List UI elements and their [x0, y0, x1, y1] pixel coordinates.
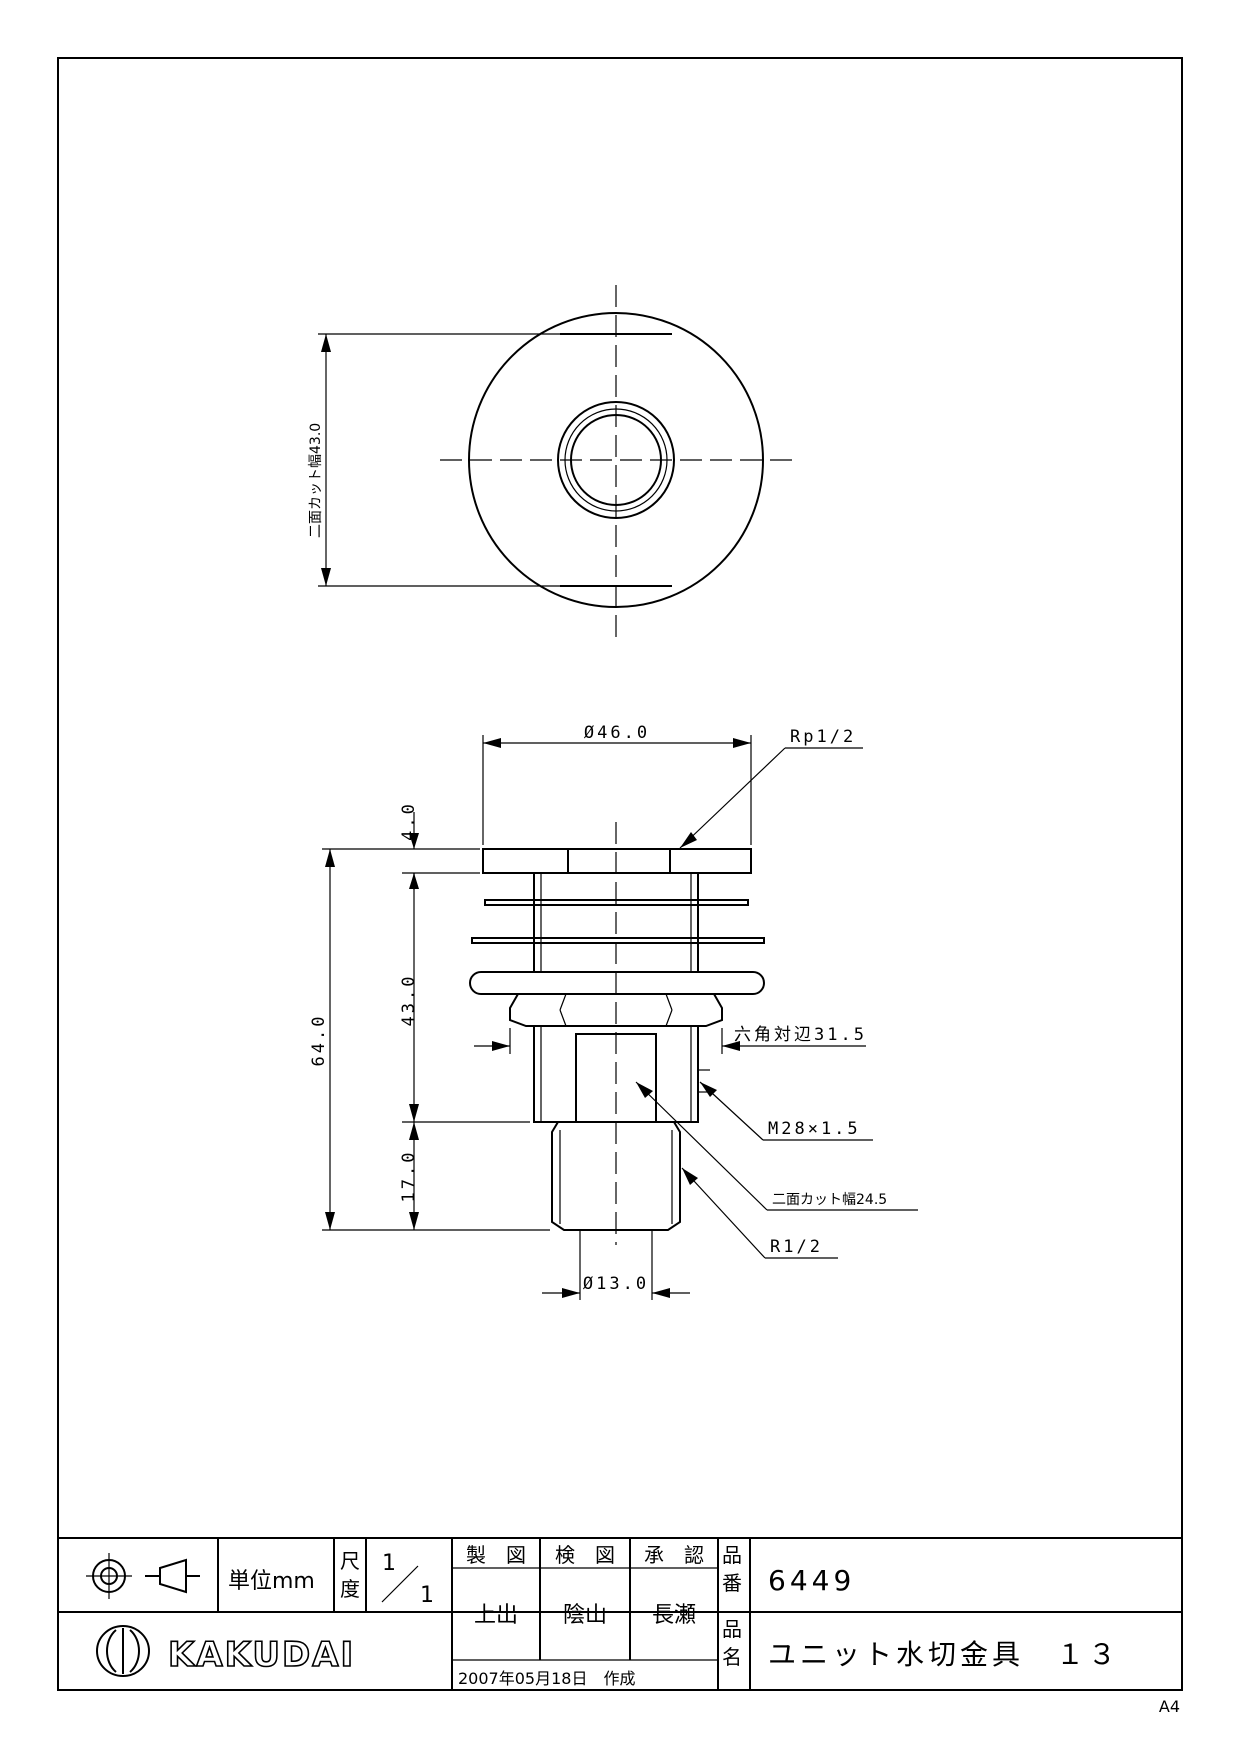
- creation-date: 2007年05月18日 作成: [458, 1669, 635, 1688]
- hex-facet-line: [665, 1009, 673, 1027]
- side-view-top-flange: [482, 848, 752, 874]
- body-height-label: 43.0: [399, 974, 419, 1027]
- company-name: KAKUDAI: [168, 1635, 355, 1675]
- scale-slash: [381, 1565, 419, 1603]
- outer-diameter-label: Ø46.0: [584, 723, 650, 743]
- scale-label-1: 尺: [340, 1549, 360, 1573]
- dimension-arrow: [409, 1122, 419, 1140]
- dimension-arrow: [409, 1104, 419, 1122]
- r-thread-leader: [681, 1167, 766, 1259]
- bore-diameter-label: Ø13.0: [583, 1274, 649, 1294]
- hex-across-flats-label: 六角対辺31.5: [734, 1025, 867, 1045]
- dimension-arrow: [652, 1288, 670, 1298]
- product-name: ユニット水切金具 １３: [768, 1638, 1120, 1671]
- r-thread-label: R1/2: [770, 1237, 823, 1257]
- drawn-by: 上出: [474, 1603, 518, 1628]
- dimension-arrow: [733, 738, 751, 748]
- dimension-arrow: [409, 1212, 419, 1230]
- product-name-label-2: 名: [722, 1645, 742, 1669]
- product-name-label-1: 品: [722, 1617, 742, 1641]
- dimension-arrow: [562, 1288, 580, 1298]
- flange-thickness-label: 4.0: [399, 801, 419, 841]
- leader-arrow: [636, 1082, 653, 1098]
- paper-size: A4: [1159, 1697, 1180, 1716]
- product-no-label-2: 番: [722, 1571, 742, 1595]
- dimension-arrow: [325, 1212, 335, 1230]
- flat-width-body-label: 二面カット幅24.5: [772, 1192, 887, 1208]
- side-view-fin-1: [484, 899, 749, 906]
- side-view-fin-2: [471, 937, 765, 944]
- leader-arrow: [700, 1082, 717, 1097]
- hex-facet-line: [559, 993, 567, 1011]
- dimension-arrow: [321, 334, 331, 352]
- dimension-arrow: [409, 833, 419, 849]
- side-view-tail: [551, 1121, 681, 1231]
- dimension-arrow: [483, 738, 501, 748]
- checked-header: 検 図: [555, 1543, 615, 1567]
- m-thread-label: M28×1.5: [768, 1119, 861, 1139]
- dimension-arrow: [325, 849, 335, 867]
- checked-by: 陰山: [563, 1603, 607, 1628]
- projection-symbol-icon: [86, 1553, 200, 1599]
- product-number: 6449: [768, 1564, 855, 1597]
- scale-numerator: 1: [382, 1551, 396, 1576]
- product-no-label-1: 品: [722, 1543, 742, 1567]
- top-view-bore-outer: [557, 401, 675, 519]
- leader-arrow: [680, 832, 697, 848]
- dimension-arrow: [492, 1041, 510, 1051]
- hex-facet-line: [559, 1009, 567, 1027]
- approved-header: 承 認: [644, 1543, 704, 1567]
- title-block: 単位mm 尺 度 1 1 製 図 検 図 承 認 上出 陰山 長瀬 2007年0…: [58, 1537, 1182, 1716]
- rp-thread-label: Rp1/2: [790, 727, 856, 747]
- kakudai-logo-icon: [96, 1625, 150, 1677]
- top-view-bore-inner: [570, 414, 662, 506]
- dimension-arrow: [321, 568, 331, 586]
- flat-width-body-leader: [635, 1081, 768, 1211]
- scale-denominator: 1: [420, 1583, 434, 1608]
- tail-length-label: 17.0: [399, 1150, 419, 1203]
- side-view-collar: [469, 971, 765, 995]
- drawing-border: [57, 57, 1183, 1691]
- side-view: Ø46.0 Rp1/2 4.0 43.0 17.0 64.0: [309, 723, 918, 1300]
- drawn-header: 製 図: [466, 1543, 526, 1567]
- leader-arrow: [682, 1168, 698, 1185]
- top-view-bore-middle: [564, 408, 668, 512]
- flat-width-top-label: 二面カット幅43.0: [308, 423, 324, 538]
- top-view: 二面カット幅43.0: [308, 285, 795, 638]
- side-view-flat-cut: [575, 1033, 657, 1123]
- rp-thread-leader: [679, 747, 786, 849]
- unit-label: 単位mm: [228, 1569, 315, 1594]
- approved-by: 長瀬: [652, 1603, 696, 1628]
- hex-facet-line: [665, 993, 673, 1011]
- top-view-outer-circle: [468, 312, 764, 608]
- scale-label-2: 度: [340, 1577, 360, 1601]
- total-height-label: 64.0: [309, 1014, 329, 1067]
- dimension-arrow: [722, 1041, 740, 1051]
